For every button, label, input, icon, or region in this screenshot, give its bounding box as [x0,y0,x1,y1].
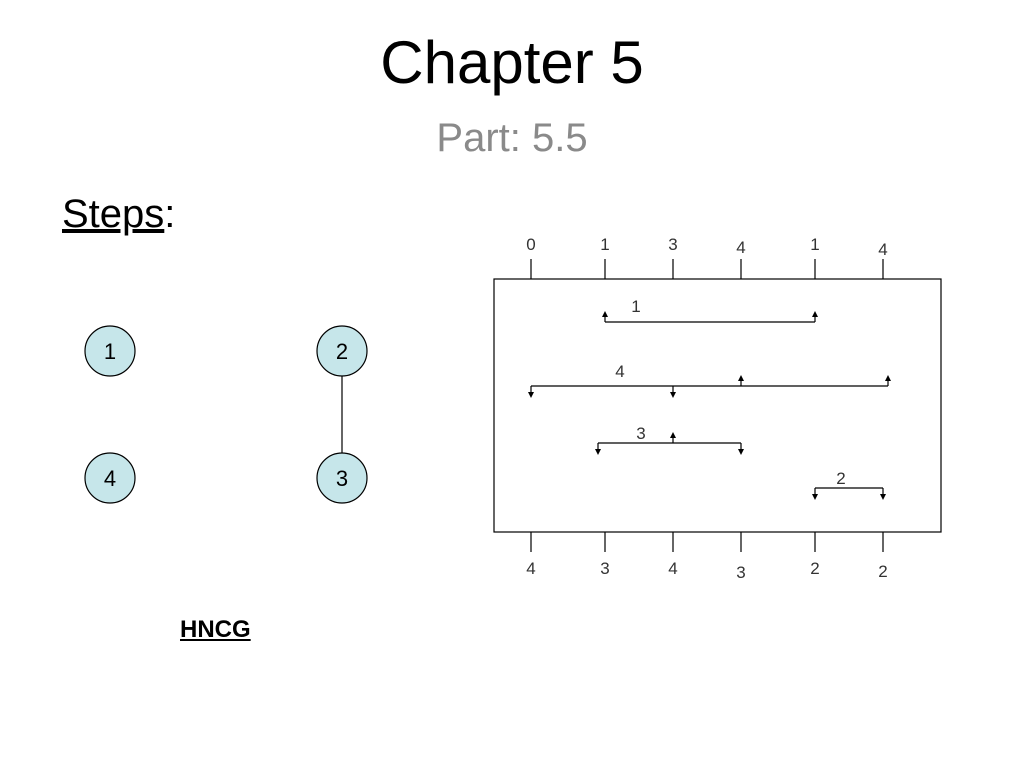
graph-node-2-circle [316,325,368,377]
graph-node-4-label: 4 [104,466,116,491]
net-2: 2 [812,469,886,500]
bottom-pin-label-0: 4 [526,559,535,578]
graph-node-3-label: 3 [336,466,348,491]
top-pin-label-4: 1 [810,235,819,254]
channel-box [493,278,942,533]
steps-colon: : [164,192,176,236]
net-1-arrow-up-a [602,311,608,317]
graph-node-3-circle [316,452,368,504]
steps-heading: Steps: [62,190,175,238]
graph-node-4: 4 [84,452,136,504]
graph-node-1-label: 1 [104,339,116,364]
top-pin-label-3: 4 [736,238,745,257]
net-2-arrow-down-a [812,494,818,500]
graph-node-1-circle [84,325,136,377]
slide-title: Chapter 5 [380,29,644,96]
top-pin-label-0: 0 [526,235,535,254]
bottom-pin-label-2: 4 [668,559,677,578]
net-4-arrow-down-a [528,392,534,398]
net-4-arrow-up-c [738,375,744,381]
top-pin-label-1: 1 [600,235,609,254]
net-4-arrow-down-b [670,392,676,398]
net-1-label: 1 [631,297,640,316]
bottom-pin-label-3: 3 [736,563,745,582]
net-3-arrow-down-a [595,449,601,455]
net-1: 1 [602,297,818,323]
net-2-label: 2 [836,469,845,488]
slide-subtitle: Part: 5.5 [436,116,588,160]
net-4: 4 [528,362,891,398]
top-pin-label-2: 3 [668,235,677,254]
steps-word: Steps [62,192,165,236]
bottom-pin-label-4: 2 [810,559,819,578]
net-4-arrow-up-d [885,375,891,381]
graph-node-4-circle [84,452,136,504]
net-3-arrow-up-b [670,432,676,438]
net-3-arrow-down-c [738,449,744,455]
graph-node-2-label: 2 [336,339,348,364]
bottom-pin-label-1: 3 [600,559,609,578]
net-2-arrow-down-b [880,494,886,500]
net-1-arrow-up-b [812,311,818,317]
bottom-pin-label-5: 2 [878,562,887,581]
graph-node-3: 3 [316,452,368,504]
net-3-label: 3 [636,424,645,443]
graph-caption: HNCG [180,616,251,643]
net-3: 3 [595,424,744,455]
graph-node-2: 2 [316,325,368,377]
top-pin-label-5: 4 [878,240,887,259]
graph-node-1: 1 [84,325,136,377]
net-4-label: 4 [615,362,624,381]
